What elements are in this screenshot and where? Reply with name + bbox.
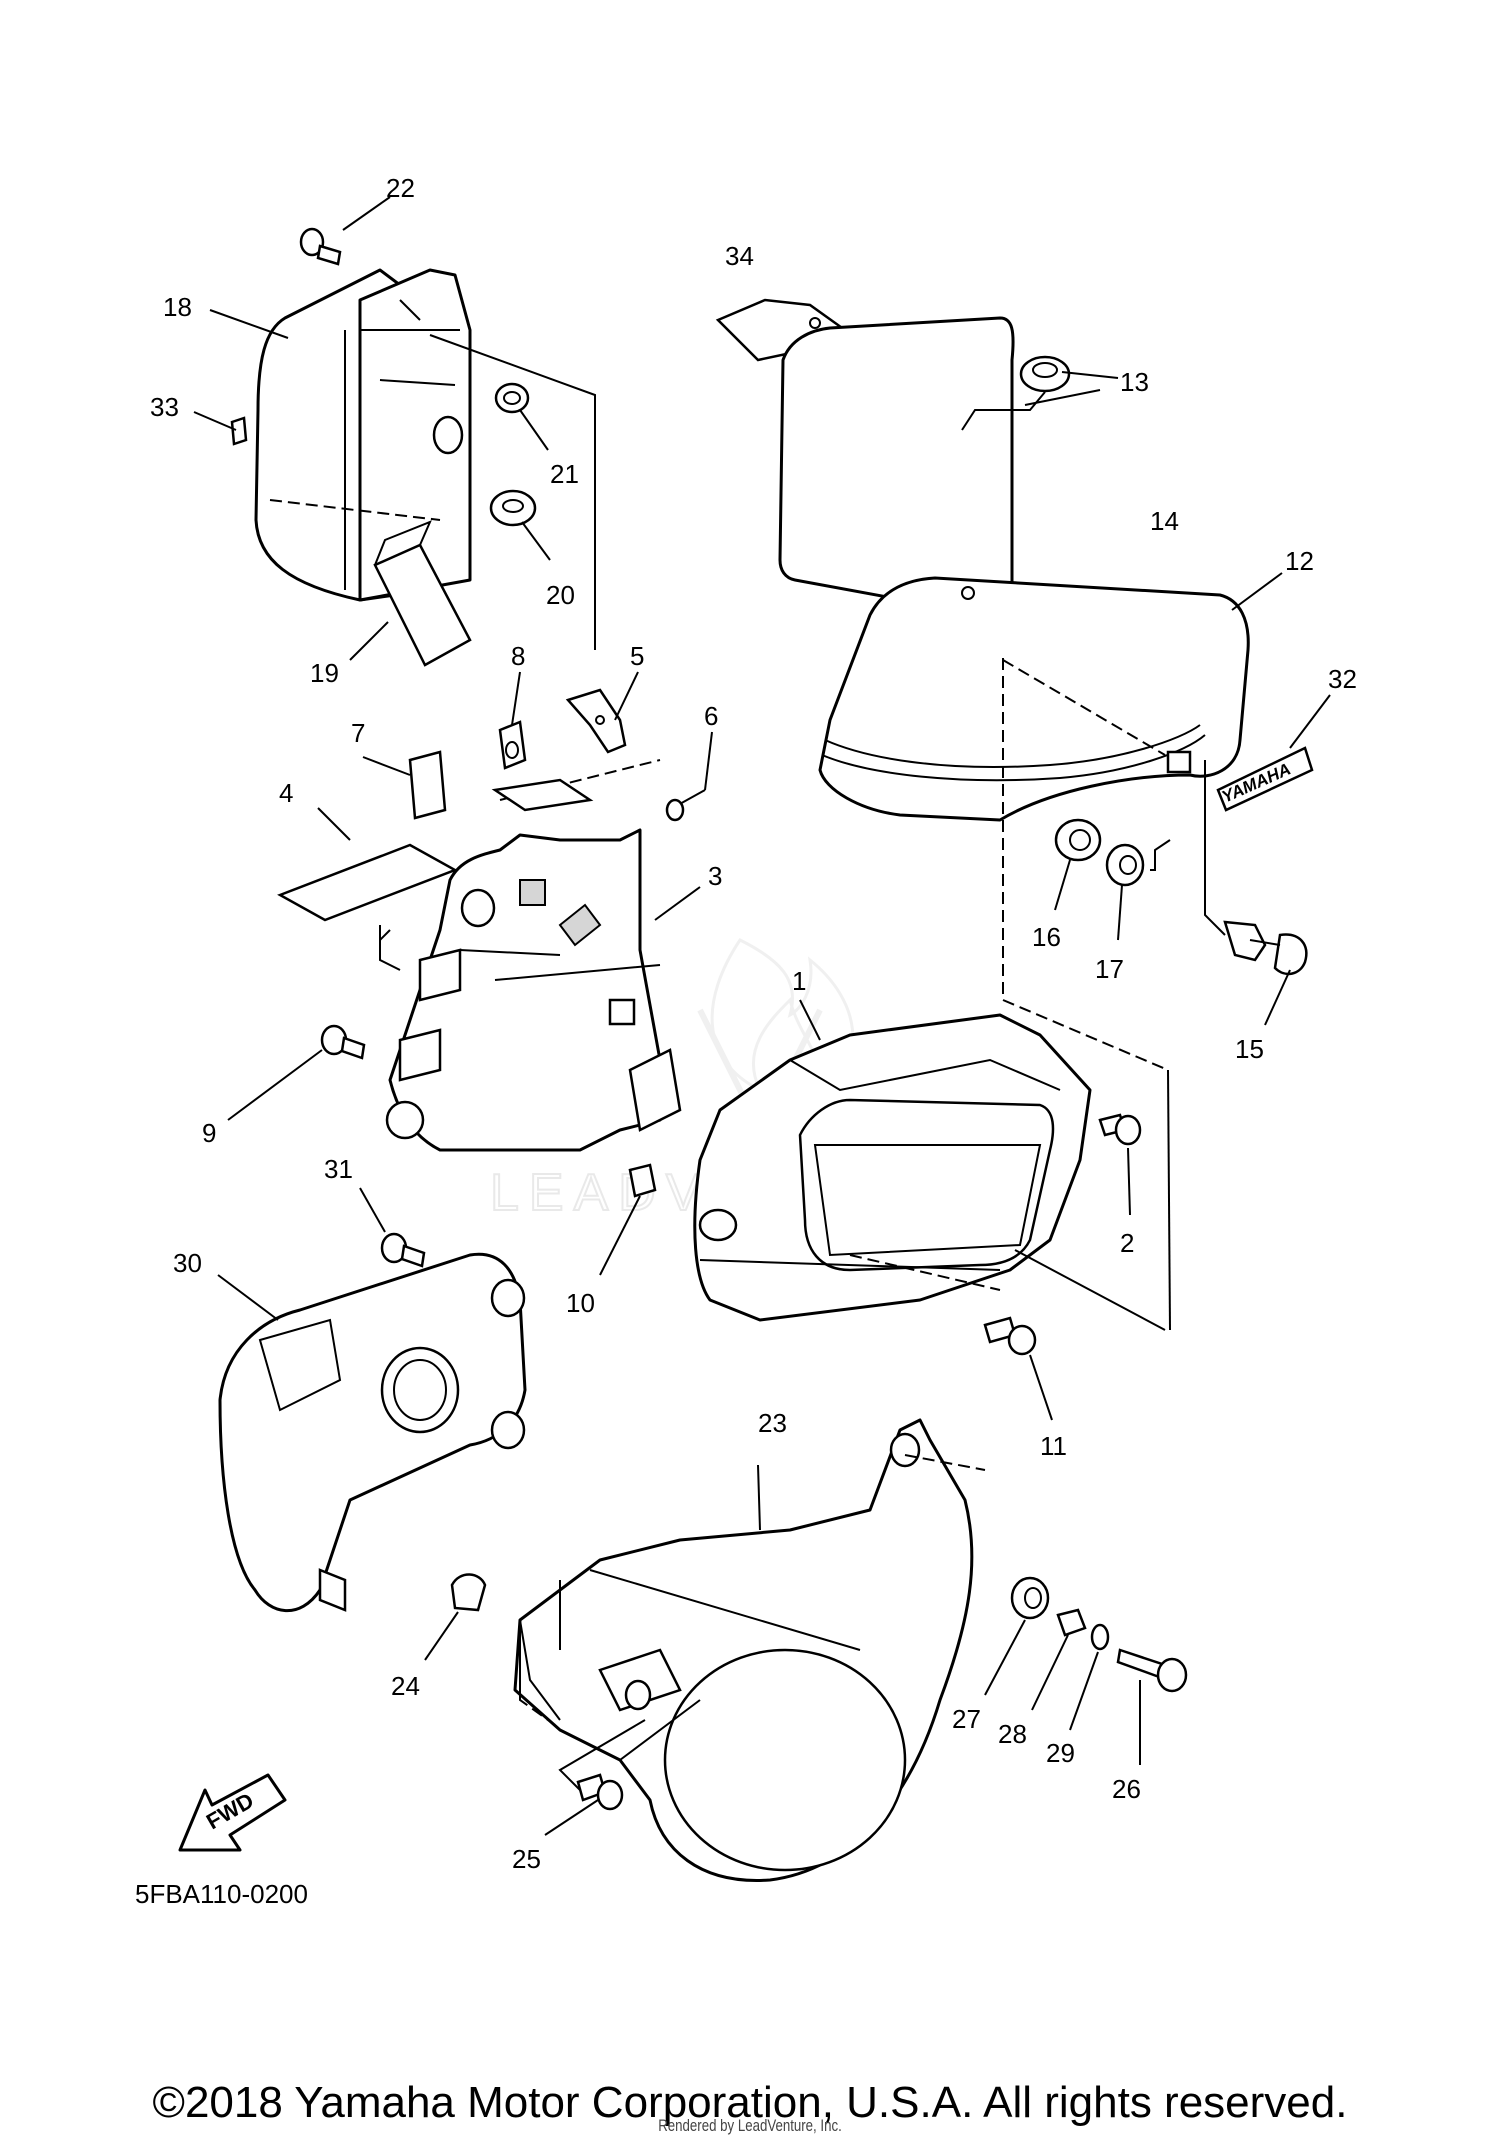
callout-19: 19 <box>310 658 339 688</box>
callout-10: 10 <box>566 1288 595 1318</box>
callout-29: 29 <box>1046 1738 1075 1768</box>
part-14-grommet <box>1019 355 1071 393</box>
callout-30: 30 <box>173 1248 202 1278</box>
callout-11: 11 <box>1040 1431 1067 1461</box>
part-28-collar <box>1056 1608 1087 1637</box>
callout-2: 2 <box>1120 1228 1134 1258</box>
part-3-tab <box>491 778 594 812</box>
part-26-bolt <box>1116 1648 1188 1693</box>
part-22-screw <box>299 227 342 266</box>
part-19-damper <box>373 520 472 667</box>
callout-26: 26 <box>1112 1774 1141 1804</box>
part-3-battery-box <box>385 828 682 1152</box>
assembly-line <box>379 929 391 955</box>
assembly-line <box>961 391 1046 431</box>
callout-8: 8 <box>511 641 525 671</box>
assembly-line <box>904 1454 986 1471</box>
callout-20: 20 <box>546 580 575 610</box>
leader-lines <box>193 196 1331 1836</box>
part-13-cover-pad <box>778 316 1015 617</box>
part-17-lock-nut <box>1105 843 1145 887</box>
part-33-clip <box>230 416 248 446</box>
part-25-bolt <box>576 1773 624 1811</box>
callout-labels: 1 2 3 4 5 6 7 8 9 10 11 12 13 14 15 16 1… <box>150 173 1357 1874</box>
part-20-grommet <box>489 489 537 527</box>
callout-34: 34 <box>725 241 754 271</box>
callout-1: 1 <box>792 966 806 996</box>
assembly-line <box>519 1625 556 1726</box>
callout-3: 3 <box>708 861 722 891</box>
callout-17: 17 <box>1095 954 1124 984</box>
callout-31: 31 <box>324 1154 353 1184</box>
callout-18: 18 <box>163 292 192 322</box>
part-24-damper <box>450 1573 487 1612</box>
callout-14: 14 <box>1150 506 1179 536</box>
part-11-bolt <box>983 1316 1037 1356</box>
part-18-side-cover <box>254 268 472 602</box>
callout-4: 4 <box>279 778 293 808</box>
part-30-sprocket-cover <box>218 1252 527 1613</box>
part-2-bolt <box>1098 1113 1142 1146</box>
assembly-line <box>558 1719 646 1791</box>
assembly-line <box>1204 760 1226 936</box>
part-10-clip <box>628 1163 657 1198</box>
callout-9: 9 <box>202 1118 216 1148</box>
callout-21: 21 <box>550 459 579 489</box>
part-9-bolt <box>320 1024 366 1060</box>
part-12-side-cover <box>818 576 1250 822</box>
part-8-clip <box>498 720 527 770</box>
fwd-arrow-icon: FWD <box>178 1773 287 1852</box>
part-7-pad <box>408 750 447 820</box>
part-31-bolt <box>380 1232 426 1268</box>
part-27-grommet <box>1010 1576 1050 1620</box>
assembly-line <box>379 925 401 971</box>
assembly-line <box>1014 1249 1166 1331</box>
part-29-washer <box>1090 1623 1110 1651</box>
rendered-by-notice: Rendered by LeadVenture, Inc. <box>658 2116 842 2135</box>
assembly-line <box>429 334 596 650</box>
callout-15: 15 <box>1235 1034 1264 1064</box>
callout-32: 32 <box>1328 664 1357 694</box>
callout-6: 6 <box>704 701 718 731</box>
assembly-line <box>269 499 441 521</box>
part-1-air-filter-case <box>693 1013 1092 1322</box>
part-21-grommet <box>494 382 530 414</box>
diagram-code: 5FBA110-0200 <box>135 1879 308 1909</box>
callout-5: 5 <box>630 641 644 671</box>
part-15-lock <box>1223 920 1308 976</box>
callout-24: 24 <box>391 1671 420 1701</box>
callout-25: 25 <box>512 1844 541 1874</box>
part-6-rivet <box>665 789 706 822</box>
callout-28: 28 <box>998 1719 1027 1749</box>
part-5-bracket <box>565 688 627 754</box>
callout-16: 16 <box>1032 922 1061 952</box>
callout-12: 12 <box>1285 546 1314 576</box>
callout-23: 23 <box>758 1408 787 1438</box>
part-16-nut <box>1054 818 1102 862</box>
callout-22: 22 <box>386 173 415 203</box>
assembly-line <box>1002 658 1169 1071</box>
assembly-line <box>849 1254 1001 1291</box>
callout-13: 13 <box>1120 367 1149 397</box>
part-23-crankcase-cover <box>513 1418 974 1882</box>
copyright-notice: ©2018 Yamaha Motor Corporation, U.S.A. A… <box>152 2078 1348 2127</box>
callout-33: 33 <box>150 392 179 422</box>
assembly-line <box>1167 1069 1171 1331</box>
assembly-line <box>1150 839 1171 871</box>
assembly-line <box>1002 659 1166 756</box>
callout-27: 27 <box>952 1704 981 1734</box>
callout-7: 7 <box>351 718 365 748</box>
part-4-pad <box>277 843 458 922</box>
